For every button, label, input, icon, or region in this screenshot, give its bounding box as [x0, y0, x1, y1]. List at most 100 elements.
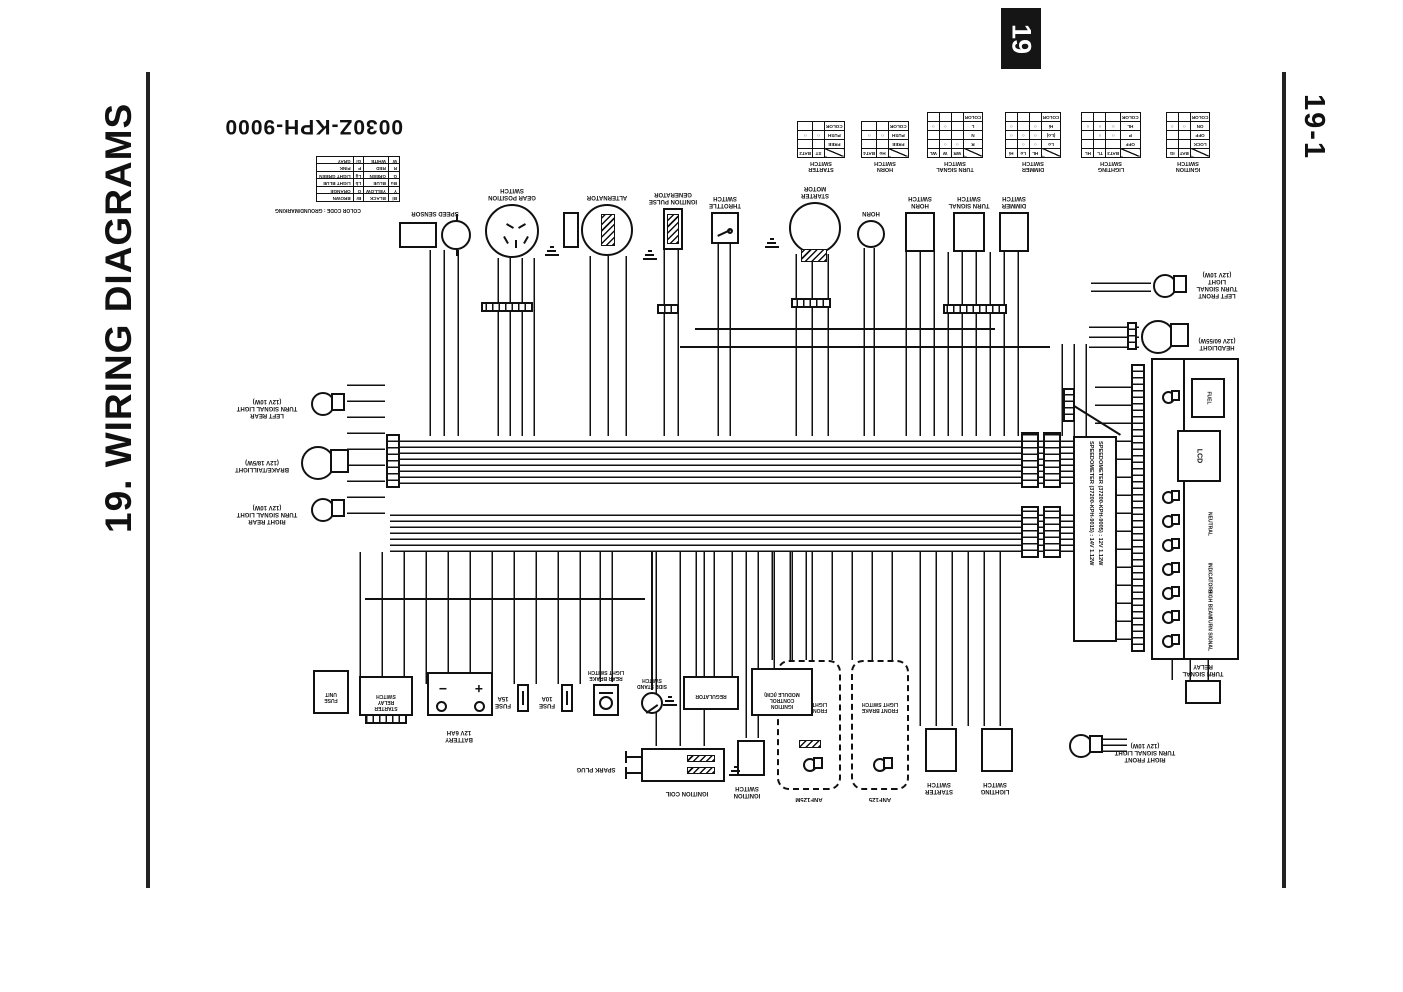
battery-plus: + [474, 681, 483, 697]
battery-label: BATTERY 12V 6AH [445, 729, 473, 742]
switch-table-cell: BAT2 [797, 148, 813, 158]
switch-table-cell [927, 130, 940, 140]
color-code-cell: WHITE [363, 156, 389, 164]
part: LOCK [1166, 139, 1210, 149]
part: Hi○○ [1005, 121, 1061, 131]
inline-connector [365, 714, 407, 724]
indicator-bulb [1162, 515, 1175, 528]
meter-lcd-label: LCD [1195, 448, 1203, 464]
switch-table-cell [824, 148, 845, 158]
wire-group [597, 552, 613, 682]
color-code-cell: GRAY [316, 156, 354, 164]
ground-icon [765, 238, 779, 248]
variant-a-label: ANF125 [868, 796, 892, 802]
fuse-icon [561, 684, 573, 712]
switch-table-cell: ○ [1029, 139, 1042, 149]
part: COLOR [1005, 112, 1061, 122]
switch-table-cell: ○ [1105, 121, 1121, 131]
coil-winding [601, 214, 615, 246]
switch-table-cell: Hi [1041, 121, 1061, 131]
part: (Lo)○○○ [1005, 130, 1061, 140]
switch-table-cell [927, 112, 940, 122]
left-rule [146, 72, 150, 888]
switch-table-cell: ○ [1093, 121, 1106, 131]
speed-sensor-label: SPEED SENSOR [411, 210, 459, 216]
switch-table-title: DIMMER SWITCH [1021, 159, 1045, 172]
color-code-cell: G [388, 171, 400, 179]
switch-table-cell [876, 139, 889, 149]
brake-taillight-lamp [301, 446, 335, 480]
part: COLOR [1081, 112, 1141, 122]
wire-group [341, 552, 581, 684]
wire-group [1091, 278, 1151, 292]
gear-position-switch-label: GEAR POSITION SWITCH [488, 187, 536, 200]
switch-table-cell: ○ [1093, 130, 1106, 140]
ignition-coil [641, 748, 725, 782]
switch-table-cell: COLOR [963, 112, 983, 122]
switch-table-cell: HL [1120, 121, 1141, 131]
part: Lo○○ [1005, 139, 1061, 149]
horn-switch-pod-label: HORN SWITCH [908, 195, 932, 208]
headlight-lamp [1141, 320, 1175, 354]
switch-table-cell [939, 112, 952, 122]
part: ON○○ [1166, 121, 1210, 131]
switch-table-cell: ○ [1029, 121, 1042, 131]
accessory-connector [1063, 388, 1075, 422]
switch-table-cell [1105, 139, 1121, 149]
speedometer-note: SPEEDOMETER (37200-KPH-9005) : 12V 1.12W… [1088, 441, 1103, 566]
switch-table-title: STARTER SWITCH [808, 159, 834, 172]
meter-high-beam-label: HIGH BEAM [1206, 589, 1213, 619]
left-rear-turn-signal-lamp [311, 392, 335, 416]
switch-table-cell [1005, 112, 1018, 122]
switch-table-cell: Ho [876, 148, 889, 158]
color-code-cell: GREEN [363, 171, 389, 179]
switch-contact [873, 758, 887, 772]
inline-connector [791, 298, 831, 308]
harness-connector [1021, 432, 1039, 488]
fuse-unit-label: FUSE UNIT [324, 691, 338, 703]
part: PUSH○○ [797, 130, 845, 140]
switch-table-cell [1017, 112, 1030, 122]
dimmer-switch-pod-label: DIMMER SWITCH [1001, 195, 1027, 208]
indicator-bulb [1162, 611, 1175, 624]
left-front-turn-signal-label: LEFT FRONT TURN SIGNAL LIGHT (12V 10W) [1196, 271, 1238, 298]
switch-table-cell: TL [1093, 148, 1106, 158]
color-code-cell: W [388, 156, 400, 164]
part: N [927, 130, 983, 140]
rear-harness-connector [386, 434, 400, 488]
switch-table-cell: HL [1081, 148, 1094, 158]
color-code-cell: Bl [388, 194, 400, 202]
color-code-cell: RED [363, 164, 389, 172]
switch-table-cell [1166, 112, 1179, 122]
part: COLOR [1166, 112, 1210, 122]
switch-table-cell: HL [1029, 148, 1042, 158]
color-code-cell: ORANGE [316, 186, 354, 194]
harness-connector [1043, 432, 1061, 488]
part: HL○○○ [1081, 121, 1141, 131]
switch-table-cell: ○ [1081, 121, 1094, 131]
spark-plug-icon [625, 767, 627, 779]
speed-sensor-body [441, 220, 471, 250]
ground-icon [643, 250, 657, 260]
headlight-label: HEADLIGHT (12V 60/55W) [1198, 337, 1236, 350]
wire-segment [365, 598, 645, 600]
inline-connector [481, 302, 533, 312]
switch-table-cell [1081, 130, 1094, 140]
part: L○○ [927, 121, 983, 131]
wire-group [903, 252, 1019, 436]
spark-plug-icon [625, 756, 641, 758]
pulse-generator-label: IGNITION PULSE GENERATOR [648, 191, 698, 204]
switch-table-title: IGNITION SWITCH [1175, 159, 1201, 172]
switch-table-cell: PUSH [888, 130, 909, 140]
ignition-coil-label: IGNITION COIL [665, 790, 709, 796]
resistor [799, 740, 821, 748]
color-code-cell: Gr [353, 156, 364, 164]
switch-table-cell: P [1120, 130, 1141, 140]
color-code-cell: Lg [353, 171, 364, 179]
fuse-b-label: FUSE 10A [539, 695, 556, 708]
